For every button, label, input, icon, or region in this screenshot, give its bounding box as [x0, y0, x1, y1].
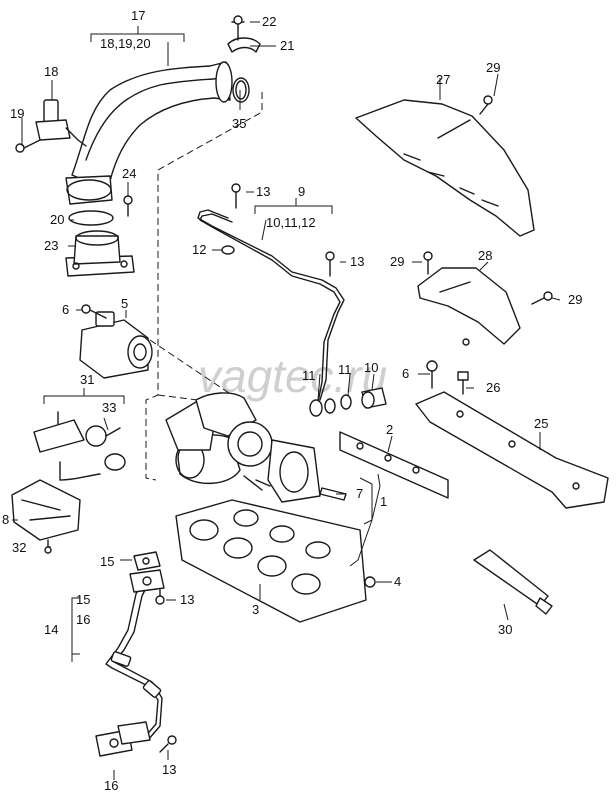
heat-shield — [355, 99, 535, 237]
coolant-valve — [33, 411, 126, 481]
callout-21: 21 — [280, 38, 294, 53]
callout-6: 6 — [62, 302, 69, 317]
bolt — [531, 291, 553, 305]
callout-33: 33 — [102, 400, 116, 415]
callout-15: 15 — [100, 554, 114, 569]
manifold-gasket — [339, 431, 449, 499]
flange — [129, 569, 165, 593]
turbocharger — [165, 392, 321, 503]
callout-12: 12 — [192, 242, 206, 257]
callout-29: 29 — [486, 60, 500, 75]
oil-return-line — [105, 573, 163, 741]
callout-17: 17 — [131, 8, 145, 23]
wastegate-actuator — [79, 304, 153, 379]
leader-line — [21, 21, 276, 247]
callout-14-sub-16: 16 — [76, 612, 90, 627]
callout-32: 32 — [12, 540, 26, 555]
nut — [364, 576, 376, 588]
bolt — [457, 371, 469, 395]
callout-8: 8 — [2, 512, 9, 527]
washer — [221, 245, 235, 255]
bolt — [231, 183, 241, 209]
callout-11: 11 — [302, 368, 316, 383]
bolt — [159, 735, 177, 753]
o-ring — [232, 77, 250, 103]
callout-6: 6 — [402, 366, 409, 381]
callout-19: 19 — [10, 106, 24, 121]
callout-14: 14 — [44, 622, 58, 637]
callout-29: 29 — [568, 292, 582, 307]
callout-4: 4 — [394, 574, 401, 589]
leader-line — [12, 309, 127, 548]
callout-18-19-20: 18,19,20 — [100, 36, 151, 51]
stud — [319, 487, 347, 501]
intake-flange — [65, 230, 135, 277]
leader-line — [349, 473, 381, 567]
callout-23: 23 — [44, 238, 58, 253]
callout-3: 3 — [252, 602, 259, 617]
callout-13: 13 — [162, 762, 176, 777]
callout-29: 29 — [390, 254, 404, 269]
callout-27: 27 — [436, 72, 450, 87]
sealant-tube — [473, 549, 553, 615]
callout-1: 1 — [380, 494, 387, 509]
leader-line — [90, 26, 185, 66]
callout-9: 9 — [298, 184, 305, 199]
callout-2: 2 — [386, 422, 393, 437]
bolt — [123, 195, 133, 217]
callout-7: 7 — [356, 486, 363, 501]
o-ring — [235, 80, 247, 100]
callout-26: 26 — [486, 380, 500, 395]
leader-line — [317, 73, 561, 401]
bracket — [415, 391, 609, 509]
bracket-assembly — [11, 479, 81, 554]
callout-30: 30 — [498, 622, 512, 637]
callout-13: 13 — [350, 254, 364, 269]
callout-5: 5 — [121, 296, 128, 311]
callout-16: 16 — [104, 778, 118, 793]
callout-24: 24 — [122, 166, 136, 181]
oil-supply-line — [197, 209, 352, 417]
flange — [95, 721, 151, 757]
clamp — [227, 15, 261, 53]
callout-14-sub-15: 15 — [76, 592, 90, 607]
callout-13: 13 — [180, 592, 194, 607]
callout-10-11-12: 10,11,12 — [266, 215, 316, 230]
callout-11: 11 — [338, 362, 352, 377]
callout-28: 28 — [478, 248, 492, 263]
pressure-sensor — [15, 99, 87, 153]
bolt — [325, 251, 335, 277]
callout-10: 10 — [364, 360, 378, 375]
intake-pipe — [65, 61, 233, 205]
callout-20: 20 — [50, 212, 64, 227]
exhaust-manifold — [175, 499, 367, 623]
callout-31: 31 — [80, 372, 94, 387]
callout-25: 25 — [534, 416, 548, 431]
assembly-guide-line — [149, 339, 233, 396]
leader-line — [71, 559, 176, 780]
callout-13: 13 — [256, 184, 270, 199]
callout-18: 18 — [44, 64, 58, 79]
bolt — [426, 360, 438, 389]
heat-shield — [417, 267, 521, 346]
bolt — [479, 95, 493, 115]
leader-line — [212, 191, 346, 263]
callout-22: 22 — [262, 14, 276, 29]
gasket — [133, 551, 161, 571]
banjo-bolt — [361, 387, 387, 409]
seal-ring — [68, 210, 114, 226]
bolt — [155, 589, 165, 605]
callout-35: 35 — [232, 116, 246, 131]
bolt — [423, 251, 433, 275]
